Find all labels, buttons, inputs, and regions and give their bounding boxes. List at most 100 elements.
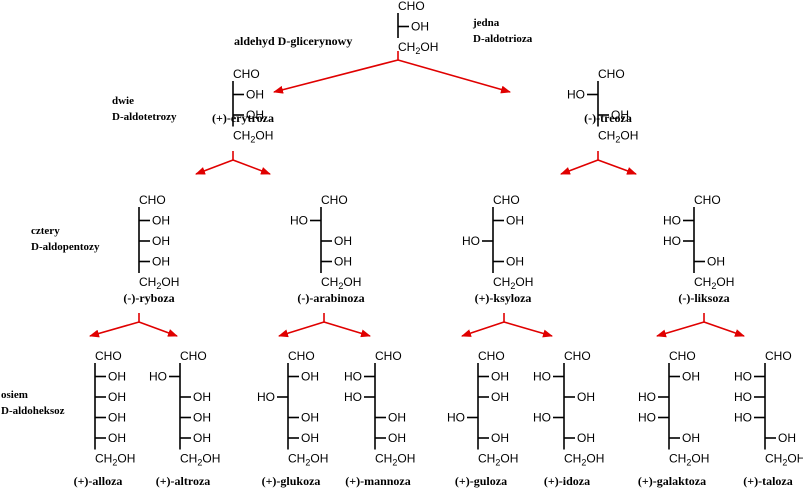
hexose-class-label-2: D-aldoheksoz	[1, 405, 65, 417]
ch2oh-group-label: CH2OH	[139, 275, 179, 291]
ch2oh-group-label: CH2OH	[288, 452, 328, 468]
ch2oh-group-label: CH2OH	[478, 452, 518, 468]
oh-group-label: OH	[108, 411, 126, 425]
ch2oh-group-label: CH2OH	[398, 40, 438, 56]
cho-group-label: CHO	[233, 67, 260, 81]
sugar-name-taloza: (+)-taloza	[743, 474, 792, 488]
fischer-projections: CHOOHCH2OHCHOOHOHCH2OH(+)-erytrozaCHOHOO…	[74, 0, 803, 488]
ch2oh-group-label: CH2OH	[321, 275, 361, 291]
sugar-name-glukoza: (+)-glukoza	[262, 474, 321, 488]
derivation-arrow	[597, 159, 637, 175]
ho-group-label: HO	[663, 214, 681, 228]
fork-from-arabinoza	[278, 313, 371, 338]
oh-group-label: OH	[334, 234, 352, 248]
oh-group-label: OH	[193, 411, 211, 425]
ho-group-label: HO	[149, 370, 167, 384]
sugar-name-arabinoza: (-)-arabinoza	[297, 291, 364, 305]
cho-group-label: CHO	[478, 349, 505, 363]
oh-group-label: OH	[301, 411, 319, 425]
fischer-gliceryny: CHO OH CH2OH	[397, 0, 438, 56]
triose-class-label-2: D-aldotrioza	[473, 33, 533, 45]
ho-group-label: HO	[290, 214, 308, 228]
derivation-arrow	[138, 321, 178, 337]
cho-group-label: CHO	[564, 349, 591, 363]
derivation-arrow	[703, 321, 745, 337]
oh-group-label: OH	[246, 108, 264, 122]
oh-group-label: OH	[491, 431, 509, 445]
sugar-name-guloza: (+)-guloza	[455, 474, 507, 488]
derivation-arrow	[89, 321, 140, 338]
cho-group-label: CHO	[669, 349, 696, 363]
ho-group-label: HO	[462, 234, 480, 248]
oh-group-label: OH	[301, 431, 319, 445]
derivation-arrows	[89, 51, 745, 338]
pentose-class-label-2: D-aldopentozy	[31, 241, 100, 253]
ho-group-label: HO	[344, 370, 362, 384]
oh-group-label: OH	[577, 431, 595, 445]
oh-group-label: OH	[778, 431, 796, 445]
sugar-name-galaktoza: (+)-galaktoza	[638, 474, 706, 488]
tetrose-class-label-1: dwie	[112, 95, 134, 107]
oh-group-label: OH	[411, 20, 429, 34]
ch2oh-group-label: CH2OH	[375, 452, 415, 468]
cho-group-label: CHO	[95, 349, 122, 363]
ho-group-label: HO	[734, 370, 752, 384]
fork-from-ryboza	[89, 313, 178, 338]
sugar-name-altroza: (+)-altroza	[156, 474, 211, 488]
oh-group-label: OH	[577, 390, 595, 404]
derivation-arrow	[560, 159, 599, 175]
ho-group-label: HO	[734, 390, 752, 404]
fischer-altroza: CHO HO OH OH OH CH2OH (+)-altroza	[149, 349, 220, 488]
cho-group-label: CHO	[398, 0, 425, 13]
ch2oh-group-label: CH2OH	[598, 129, 638, 145]
sugar-name-ryboza: (-)-ryboza	[123, 291, 174, 305]
oh-group-label: OH	[193, 431, 211, 445]
cho-group-label: CHO	[375, 349, 402, 363]
oh-group-label: OH	[611, 108, 629, 122]
sugar-name-idoza: (+)-idoza	[544, 474, 590, 488]
derivation-arrow	[323, 321, 371, 338]
oh-group-label: OH	[388, 411, 406, 425]
sugar-name-erytroza: (+)-erytroza	[212, 111, 274, 125]
derivation-arrow	[656, 321, 705, 338]
oh-group-label: OH	[506, 255, 524, 269]
hexose-class-label-1: osiem	[1, 389, 28, 401]
oh-group-label: OH	[388, 431, 406, 445]
sugar-name-liksoza: (-)-liksoza	[678, 291, 729, 305]
derivation-arrow	[273, 59, 399, 94]
ho-group-label: HO	[257, 390, 275, 404]
oh-group-label: OH	[334, 255, 352, 269]
ho-group-label: HO	[344, 390, 362, 404]
derivation-arrow	[397, 59, 511, 94]
ho-group-label: HO	[663, 234, 681, 248]
cho-group-label: CHO	[288, 349, 315, 363]
fork-from-liksoza	[656, 313, 745, 338]
cho-group-label: CHO	[598, 67, 625, 81]
fork-from-erytroza	[195, 151, 271, 175]
tetrose-class-label-2: D-aldotetrozy	[112, 111, 177, 123]
oh-group-label: OH	[491, 390, 509, 404]
ho-group-label: HO	[447, 411, 465, 425]
oh-group-label: OH	[707, 255, 725, 269]
fork-from-gliceryny	[273, 51, 511, 94]
fork-from-treoza	[560, 151, 637, 175]
cho-group-label: CHO	[139, 193, 166, 207]
cho-group-label: CHO	[180, 349, 207, 363]
sugar-name-treoza: (-)-treoza	[584, 111, 632, 125]
ch2oh-group-label: CH2OH	[180, 452, 220, 468]
derivation-arrow	[461, 321, 505, 337]
ho-group-label: HO	[533, 370, 551, 384]
oh-group-label: OH	[246, 88, 264, 102]
oh-group-label: OH	[193, 390, 211, 404]
